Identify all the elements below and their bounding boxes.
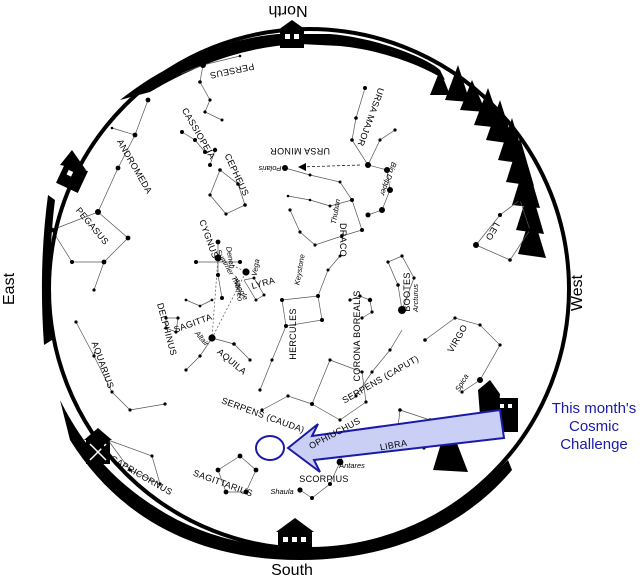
south-horizon: [60, 400, 512, 560]
label-scorpius: SCORPIUS: [299, 474, 348, 484]
north-house: [278, 20, 306, 48]
challenge-callout: This month's Cosmic Challenge: [552, 400, 637, 453]
stars: [49, 54, 532, 500]
horizon-circle: [47, 27, 571, 551]
challenge-arrow: [286, 408, 506, 473]
label-thuban: Thuban: [329, 198, 342, 225]
challenge-marker: [255, 408, 506, 473]
callout-line-2: Cosmic: [569, 418, 620, 435]
label-antares: Antares: [338, 461, 365, 470]
label-corona-borealis: CORONA BOREALIS: [352, 290, 362, 381]
label-bootes: BOOTES: [402, 272, 412, 311]
south-house: [276, 518, 314, 548]
pointer-arrow: [298, 163, 361, 171]
label-hercules: HERCULES: [288, 308, 298, 359]
label-albireo: Albireo: [232, 276, 245, 302]
label-vega: Vega: [250, 258, 262, 277]
direction-west: West: [569, 274, 586, 311]
label-draco: DRACO: [338, 223, 348, 257]
label-polaris: Polaris: [258, 164, 281, 173]
label-ursa-minor: URSA MINOR: [270, 146, 330, 156]
direction-north: North: [268, 2, 307, 19]
callout-line-1: This month's: [552, 400, 637, 417]
label-libra: LIBRA: [379, 438, 408, 453]
direction-south: South: [271, 562, 313, 579]
callout-line-3: Challenge: [560, 436, 628, 453]
label-deneb: Deneb: [224, 246, 237, 269]
north-horizon: [120, 34, 445, 100]
trees: [430, 65, 546, 472]
direction-east: East: [1, 272, 18, 305]
label-arcturus: Arcturus: [411, 284, 420, 313]
label-shaula: Shaula: [270, 487, 293, 496]
